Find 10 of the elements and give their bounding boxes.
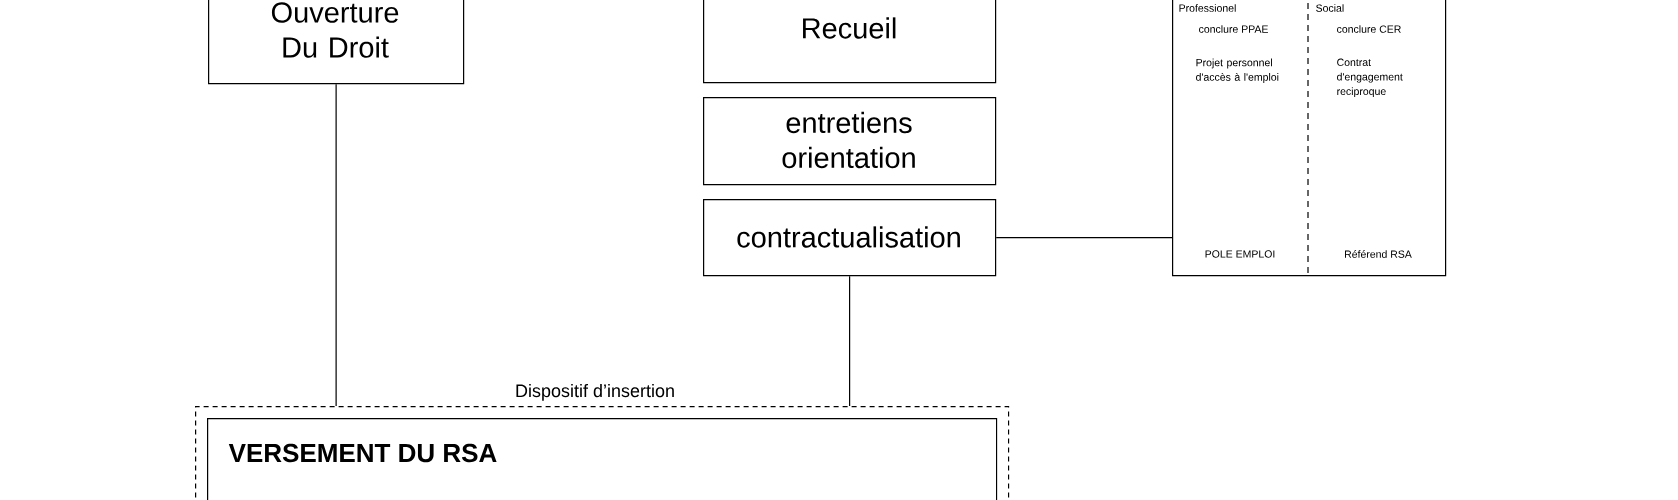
connector-line — [335, 83, 337, 407]
process-box: contractualisation — [703, 199, 997, 277]
connector-line — [849, 275, 851, 407]
process-box: entretiens orientation — [703, 97, 997, 186]
contract-table: Professionel conclure PPAE Projet personnel d'accès à l'emploi POLE EMPLOI Social conclure CER Contrat d'engagement reciproque Référend RSA — [1172, 0, 1447, 277]
connector-line — [995, 237, 1173, 239]
node-label: Dispositif d’insertion — [516, 383, 674, 401]
payment-box: VERSEMENT DU RSA — [207, 418, 998, 500]
process-box: Recueil — [703, 0, 997, 84]
process-box: Ouverture Du Droit — [208, 0, 465, 85]
